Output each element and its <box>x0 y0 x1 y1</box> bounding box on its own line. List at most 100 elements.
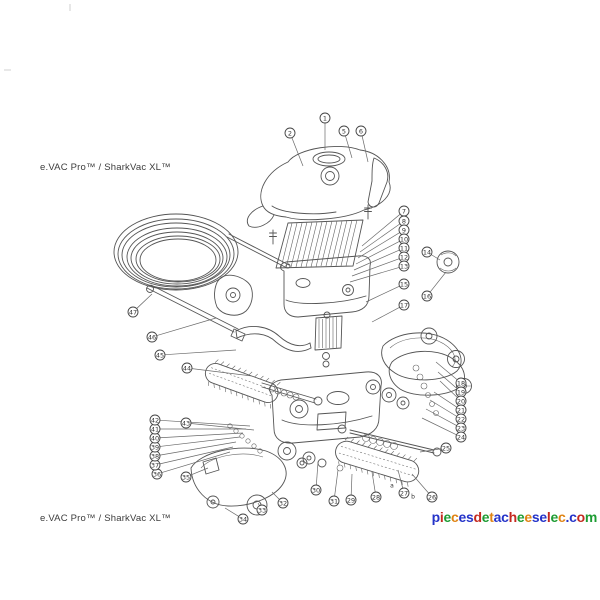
svg-text:47: 47 <box>129 309 137 317</box>
svg-text:13: 13 <box>400 263 408 271</box>
screw-fasteners <box>269 204 372 245</box>
callout-2: 2 <box>284 127 304 167</box>
small-parts-bottom <box>296 457 344 472</box>
callout-29: 29 <box>345 473 357 506</box>
model-label-bottom: e.VAC Pro™ / SharkVac XL™ <box>40 513 171 524</box>
bottom-cover-panel <box>190 447 287 516</box>
svg-text:14: 14 <box>423 249 431 257</box>
svg-text:42: 42 <box>151 417 159 425</box>
callout-25: 25 <box>419 442 452 454</box>
svg-text:39: 39 <box>151 444 159 452</box>
callout-21: 21 <box>433 391 467 416</box>
svg-text:46: 46 <box>148 334 156 342</box>
svg-text:43: 43 <box>182 420 190 428</box>
svg-text:29: 29 <box>347 497 355 505</box>
drive-pulleys <box>365 379 410 410</box>
callout-letter-b: b <box>411 494 415 501</box>
svg-text:17: 17 <box>400 302 408 310</box>
svg-text:34: 34 <box>239 516 247 524</box>
svg-text:9: 9 <box>402 227 406 235</box>
callout-15: 15 <box>365 278 410 303</box>
callout-letter-a: a <box>390 483 394 490</box>
callout-6: 6 <box>355 125 369 163</box>
svg-text:40: 40 <box>151 435 159 443</box>
svg-text:2: 2 <box>288 130 292 138</box>
callout-37: 37 <box>149 446 234 471</box>
callout-13: 13 <box>349 260 410 283</box>
brush-roller-lower <box>335 436 420 487</box>
callout-46: 46 <box>146 317 217 343</box>
svg-text:25: 25 <box>442 445 450 453</box>
callout-45: 45 <box>154 349 237 361</box>
svg-text:45: 45 <box>156 352 164 360</box>
svg-text:27: 27 <box>400 490 408 498</box>
brush-roller-upper <box>204 359 281 409</box>
svg-text:1: 1 <box>323 115 327 123</box>
model-label-top: e.VAC Pro™ / SharkVac XL™ <box>40 162 171 173</box>
callout-16: 16 <box>421 271 447 302</box>
callout-10: 10 <box>355 233 410 265</box>
callout-17: 17 <box>371 299 410 323</box>
callout-43: 43 <box>180 417 255 431</box>
svg-text:10: 10 <box>400 236 408 244</box>
callout-34: 34 <box>224 507 249 525</box>
crop-marks <box>4 4 71 71</box>
callout-27: 27 <box>397 469 410 499</box>
svg-text:26: 26 <box>428 494 436 502</box>
axle-spring <box>337 424 442 457</box>
top-cover <box>246 145 391 228</box>
svg-text:38: 38 <box>151 453 159 461</box>
svg-text:11: 11 <box>400 245 408 253</box>
svg-text:30: 30 <box>312 487 320 495</box>
callout-39: 39 <box>149 436 241 453</box>
svg-text:32: 32 <box>279 500 287 508</box>
callout-19: 19 <box>437 371 467 398</box>
callout-47: 47 <box>127 293 153 318</box>
watermark-site-url: piecesdetacheeselec.com <box>431 509 598 525</box>
side-wheel <box>436 250 460 274</box>
callout-42: 42 <box>149 414 251 427</box>
svg-text:36: 36 <box>153 471 161 479</box>
svg-text:37: 37 <box>151 462 159 470</box>
callout-22: 22 <box>429 399 467 425</box>
filter-housing <box>280 255 371 318</box>
svg-text:19: 19 <box>457 389 465 397</box>
handle-arm <box>235 325 312 352</box>
svg-text:21: 21 <box>457 407 465 415</box>
roller-shaft-spring <box>261 382 323 406</box>
callout-33: 33 <box>256 502 268 516</box>
callout-14: 14 <box>421 246 441 261</box>
callout-40: 40 <box>149 432 244 444</box>
callout-32: 32 <box>271 491 289 509</box>
svg-text:20: 20 <box>457 398 465 406</box>
callout-24: 24 <box>421 417 467 443</box>
callout-41: 41 <box>149 423 246 435</box>
chassis-body <box>269 371 382 465</box>
svg-text:28: 28 <box>372 494 380 502</box>
callout-28: 28 <box>370 471 382 503</box>
callout-31: 31 <box>328 469 340 507</box>
svg-text:33: 33 <box>258 507 266 515</box>
callout-36: 36 <box>151 451 231 480</box>
svg-text:18: 18 <box>457 380 465 388</box>
hose-coil <box>113 213 291 342</box>
svg-text:7: 7 <box>402 208 406 216</box>
callout-38: 38 <box>149 441 237 462</box>
svg-text:16: 16 <box>423 293 431 301</box>
callout-5: 5 <box>338 125 353 159</box>
washer-column <box>412 364 439 416</box>
svg-text:35: 35 <box>182 474 190 482</box>
svg-text:31: 31 <box>330 498 338 506</box>
svg-text:23: 23 <box>457 425 465 433</box>
svg-text:24: 24 <box>457 434 465 442</box>
svg-text:44: 44 <box>183 365 191 373</box>
side-bracket <box>214 274 253 316</box>
callout-30: 30 <box>310 461 322 496</box>
callout-26: 26 <box>411 473 438 503</box>
svg-text:15: 15 <box>400 281 408 289</box>
svg-text:6: 6 <box>359 128 363 136</box>
svg-text:22: 22 <box>457 416 465 424</box>
callout-35: 35 <box>180 467 209 483</box>
